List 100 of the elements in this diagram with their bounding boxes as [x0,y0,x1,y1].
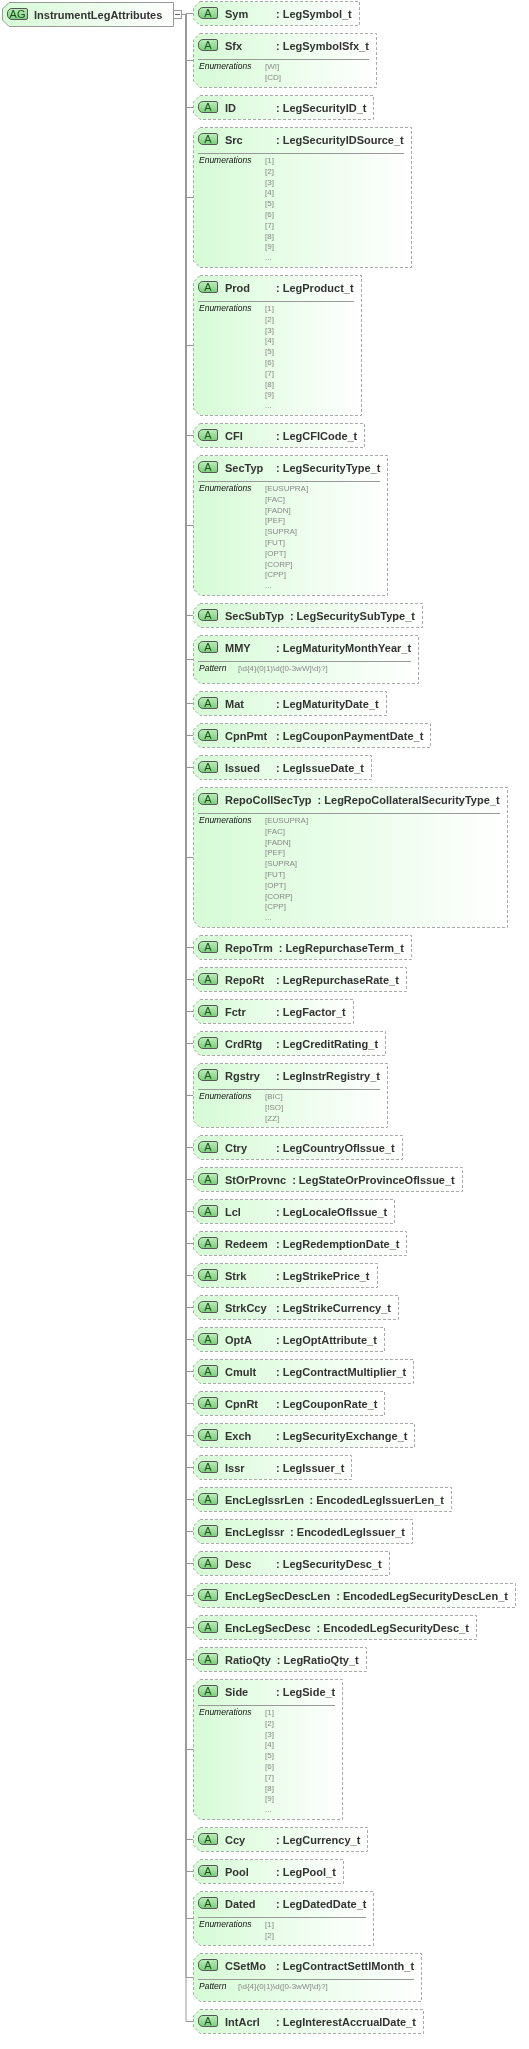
attribute-name: Fctr [225,1005,247,1018]
attribute-badge: A [198,429,218,441]
attribute-box [193,2009,424,2034]
attribute-type: : LegSecurityIDSource_t [276,133,404,146]
attribute-badge: A [198,1959,218,1971]
attribute-box [193,1031,386,1056]
attribute-name: Sfx [225,39,244,52]
attribute-box [193,423,365,448]
group-name: InstrumentLegAttributes [34,8,163,21]
attribute-name: Pool [225,1865,250,1878]
facet-label: Enumerations [199,1919,252,1929]
group-badge: AG [7,8,28,20]
enum-value: [EUSUPRA] [265,484,309,494]
attribute-name: Side [225,1685,250,1698]
attribute-box [193,603,423,628]
enum-value: [3] [265,325,274,336]
attribute-type: : LegSecurityExchange_t [276,1429,408,1442]
attribute-badge: A [198,1397,218,1409]
attribute-badge: A [198,1525,218,1537]
attribute-badge: A [198,1461,218,1473]
attribute-box [193,127,412,268]
enum-value: [CORP] [265,891,293,902]
enum-value: [FAC] [265,826,285,837]
attribute-type: : LegRepurchaseTerm_t [278,941,404,954]
attribute-name: Desc [225,1557,253,1570]
enum-value: [6] [265,1762,274,1772]
attribute-badge: A [198,941,218,953]
attribute-badge: A [198,1621,218,1633]
attribute-box [193,1199,395,1224]
attribute-box [193,935,412,960]
attribute-type: : LegSymbolSfx_t [276,39,369,52]
attribute-name: Ccy [225,1833,247,1846]
attribute-type: : LegCreditRating_t [276,1037,379,1050]
attribute-type: : LegIssuer_t [276,1461,345,1474]
attribute-box [193,787,508,928]
attribute-name: EncLegIssrLen [225,1493,305,1506]
attribute-name: RepoTrm [225,941,274,954]
facet-label: Enumerations [199,815,252,825]
attribute-badge: A [198,1005,218,1017]
pattern-text: [\d{4}(0|1)\d([0-3wW]\d)?] [238,664,328,674]
enum-value: [OPT] [265,880,286,891]
attribute-name: Dated [225,1897,257,1910]
attribute-type: : LegPool_t [276,1865,336,1878]
enum-value: [7] [265,1772,274,1783]
attribute-name: MMY [225,641,252,654]
enum-value: [WI] [265,62,280,72]
enum-value: [9] [265,390,274,401]
attribute-name: SecSubTyp [225,609,286,622]
attribute-badge: A [198,1237,218,1249]
attribute-badge: A [198,973,218,985]
enum-value: [9] [265,1794,274,1805]
enum-value: [4] [265,188,274,199]
attribute-type: : LegLocaleOfIssue_t [276,1205,388,1218]
enum-value: ... [265,581,272,592]
attribute-badge: A [198,1589,218,1601]
enum-value: [1] [265,1708,274,1718]
enum-value: [2] [265,1718,274,1729]
facet-label: Enumerations [199,1707,252,1717]
enum-value: [FADN] [265,505,291,516]
attribute-type: : LegRepurchaseRate_t [276,973,399,986]
attribute-badge: A [198,1685,218,1697]
attribute-box [193,455,388,596]
enum-value: [5] [265,199,274,210]
attribute-box [193,1455,352,1480]
facet-label: Pattern [199,663,227,673]
enum-value: [CORP] [265,559,293,570]
enum-value: [3] [265,177,274,188]
attribute-type: : LegCountryOfIssue_t [276,1141,395,1154]
attribute-type: : EncodedLegIssuerLen_t [309,1493,444,1506]
attribute-badge: A [198,39,218,51]
attribute-type: : LegSecurityType_t [276,461,381,474]
attribute-name: Ctry [225,1141,248,1154]
attribute-type: : LegFactor_t [276,1005,346,1018]
enum-value: ... [265,913,272,924]
attribute-badge: A [198,1205,218,1217]
attribute-badge: A [198,1653,218,1665]
enum-value: [PEF] [265,516,285,527]
attribute-name: Issued [225,761,261,774]
enum-value: [EUSUPRA] [265,816,309,826]
enum-value: [SUPRA] [265,527,297,538]
attribute-badge: A [198,1301,218,1313]
attribute-badge: A [198,1365,218,1377]
attribute-box [193,1295,399,1320]
enum-value: [8] [265,1783,274,1794]
attribute-name: Src [225,133,244,146]
attribute-box [193,723,431,748]
attribute-badge: A [198,281,218,293]
facet-label: Enumerations [199,303,252,313]
attribute-type: : LegCFICode_t [276,429,358,442]
enum-value: [4] [265,1740,274,1751]
facet-label: Pattern [199,1981,227,1991]
attribute-type: : LegCouponPaymentDate_t [276,729,424,742]
attribute-badge: A [198,641,218,653]
attribute-box [193,1891,374,1946]
attribute-name: OptA [225,1333,253,1346]
attribute-box [193,33,377,88]
attribute-name: RepoRt [225,973,266,986]
enum-value: [9] [265,242,274,253]
enum-value: [ISO] [265,1102,284,1113]
attribute-type: : EncodedLegIssuer_t [290,1525,405,1538]
